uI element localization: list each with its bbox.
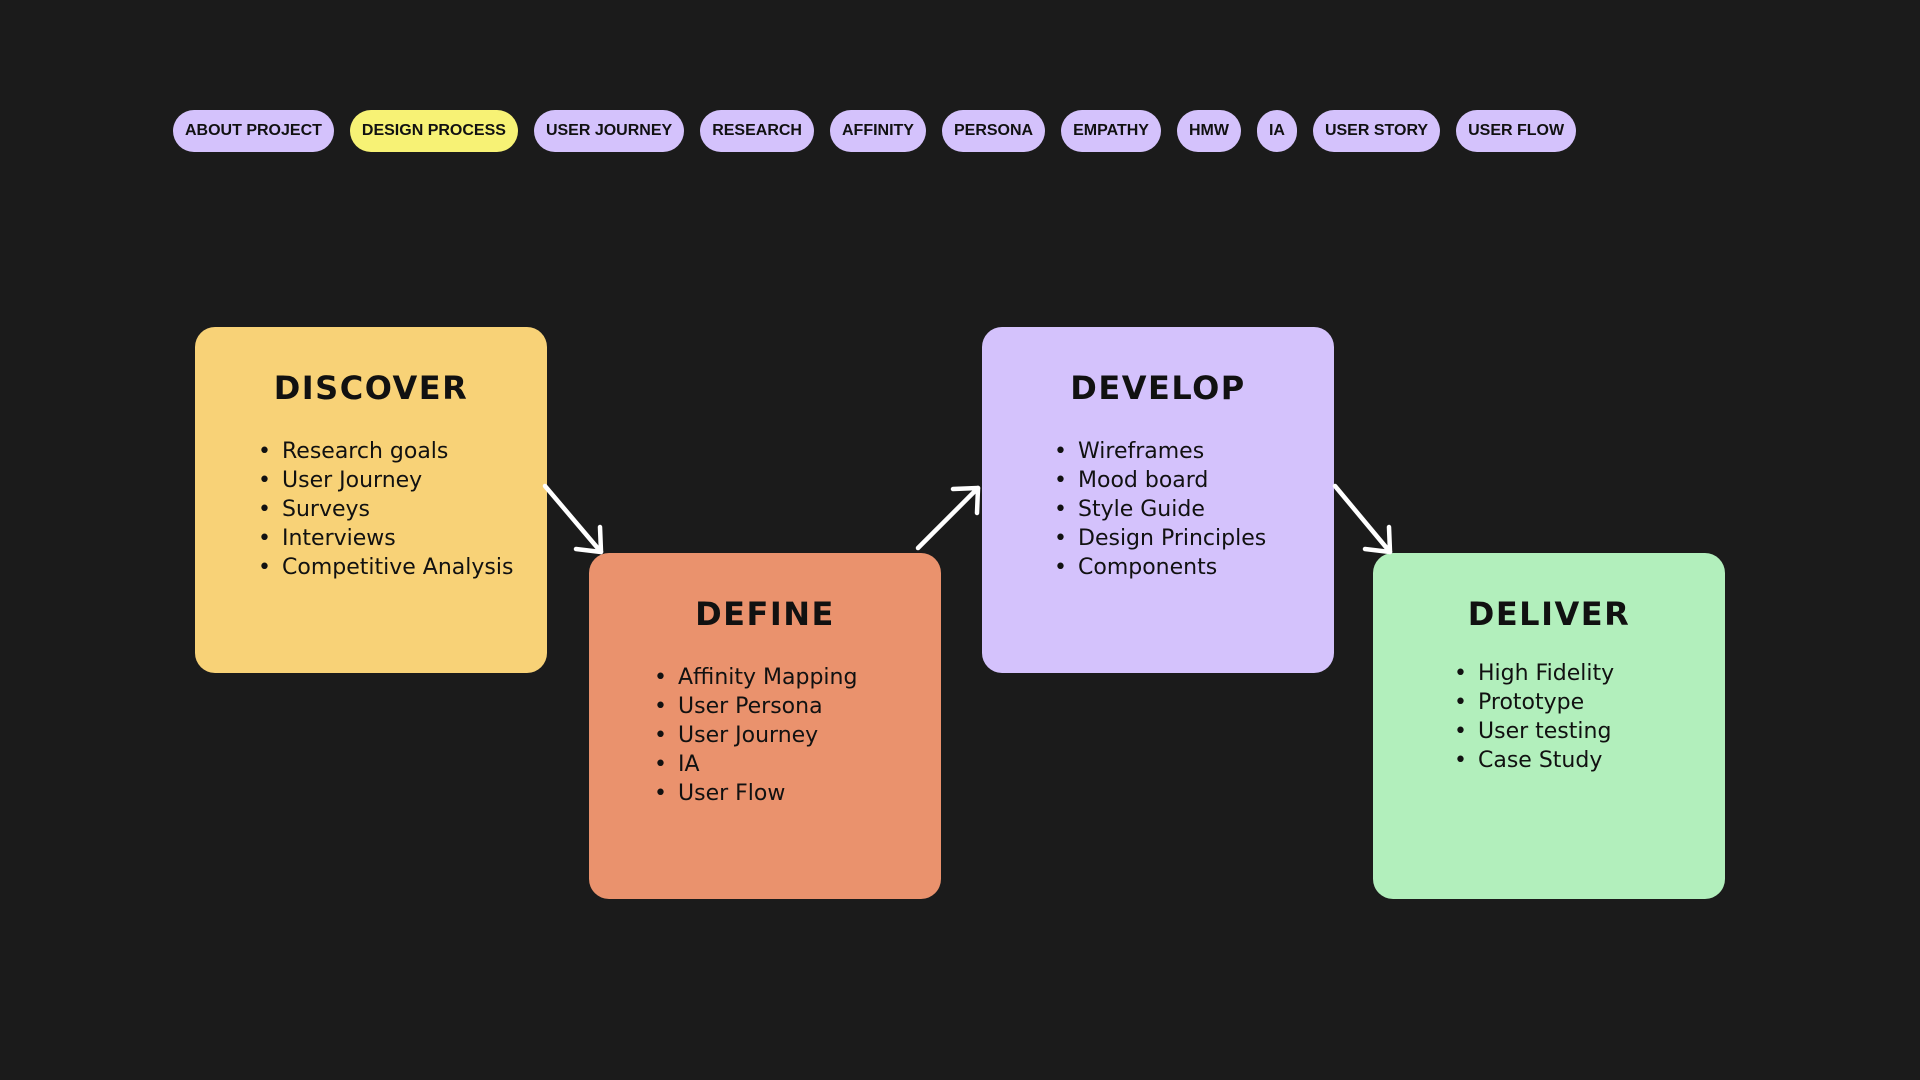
stage-item: User Persona — [654, 692, 941, 721]
stage-item: Wireframes — [1054, 437, 1334, 466]
stage-item: Style Guide — [1054, 495, 1334, 524]
stage-item: User Journey — [258, 466, 547, 495]
stage-item: User testing — [1454, 717, 1725, 746]
stage-card-discover: DISCOVER Research goals User Journey Sur… — [195, 327, 547, 673]
stage-item: Mood board — [1054, 466, 1334, 495]
stage-item-list: Wireframes Mood board Style Guide Design… — [1054, 437, 1334, 582]
stage-item: User Flow — [654, 779, 941, 808]
stage-item: High Fidelity — [1454, 659, 1725, 688]
stage-card-deliver: DELIVER High Fidelity Prototype User tes… — [1373, 553, 1725, 899]
nav-pill-ia[interactable]: IA — [1256, 110, 1297, 152]
section-nav: ABOUT PROJECT DESIGN PROCESS USER JOURNE… — [173, 110, 1577, 152]
arrow-discover-to-define — [542, 483, 604, 555]
stage-item: Components — [1054, 553, 1334, 582]
nav-pill-hmw[interactable]: HMW — [1176, 110, 1241, 152]
stage-item: Interviews — [258, 524, 547, 553]
stage-title: DISCOVER — [273, 369, 469, 407]
stage-item: Affinity Mapping — [654, 663, 941, 692]
nav-pill-persona[interactable]: PERSONA — [941, 110, 1046, 152]
nav-pill-empathy[interactable]: EMPATHY — [1061, 110, 1161, 152]
stage-title: DEVELOP — [1070, 369, 1246, 407]
stage-item: User Journey — [654, 721, 941, 750]
stage-item-list: Research goals User Journey Surveys Inte… — [258, 437, 547, 582]
stage-card-develop: DEVELOP Wireframes Mood board Style Guid… — [982, 327, 1334, 673]
stage-item: Surveys — [258, 495, 547, 524]
stage-item: Case Study — [1454, 746, 1725, 775]
stage-title: DEFINE — [695, 595, 835, 633]
stage-item: Research goals — [258, 437, 547, 466]
nav-pill-user-journey[interactable]: USER JOURNEY — [533, 110, 685, 152]
nav-pill-design-process[interactable]: DESIGN PROCESS — [349, 110, 518, 152]
nav-pill-user-flow[interactable]: USER FLOW — [1456, 110, 1577, 152]
nav-pill-research[interactable]: RESEARCH — [700, 110, 814, 152]
stage-item-list: Affinity Mapping User Persona User Journ… — [654, 663, 941, 808]
arrow-define-to-develop — [915, 485, 981, 551]
stage-item: Competitive Analysis — [258, 553, 547, 582]
stage-item: Design Principles — [1054, 524, 1334, 553]
nav-pill-user-story[interactable]: USER STORY — [1312, 110, 1441, 152]
nav-pill-about-project[interactable]: ABOUT PROJECT — [173, 110, 334, 152]
stage-title: DELIVER — [1467, 595, 1631, 633]
nav-pill-affinity[interactable]: AFFINITY — [829, 110, 926, 152]
arrow-develop-to-deliver — [1332, 483, 1393, 555]
stage-item: IA — [654, 750, 941, 779]
stage-card-define: DEFINE Affinity Mapping User Persona Use… — [589, 553, 941, 899]
stage-item: Prototype — [1454, 688, 1725, 717]
stage-item-list: High Fidelity Prototype User testing Cas… — [1454, 659, 1725, 775]
